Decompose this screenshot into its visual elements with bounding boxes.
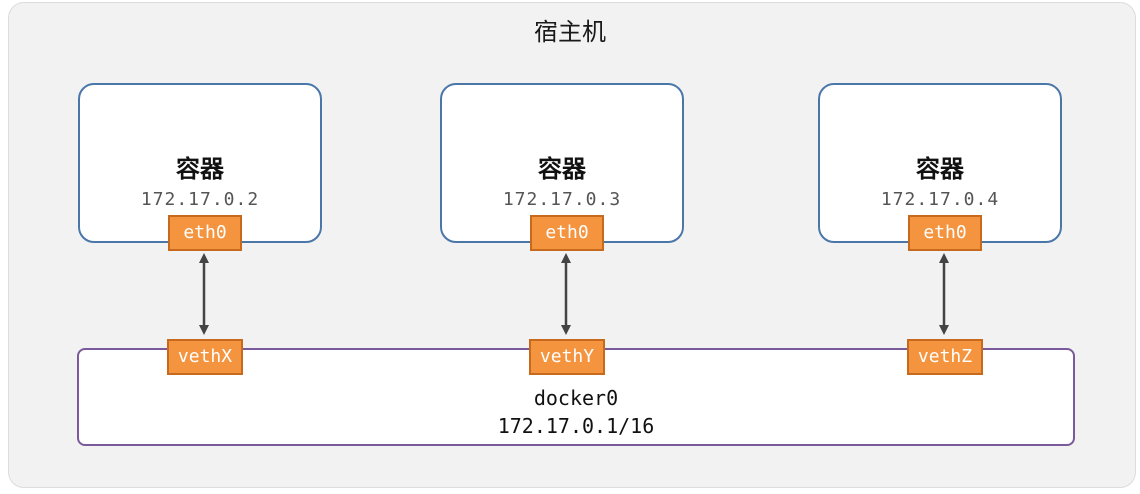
container-ip-2: 172.17.0.3	[502, 189, 622, 210]
eth0-interface-1: eth0	[168, 215, 242, 251]
container-label-3: 容器	[916, 155, 964, 183]
eth0-interface-3: eth0	[908, 215, 982, 251]
veth-interface-z: vethZ	[907, 339, 983, 375]
container-ip-3: 172.17.0.4	[880, 189, 1000, 210]
container-label-2: 容器	[538, 155, 586, 183]
container-label-1: 容器	[176, 155, 224, 183]
bridge-name: docker0	[533, 386, 619, 410]
bridge-cidr: 172.17.0.1/16	[497, 414, 655, 438]
veth-interface-x: vethX	[167, 339, 243, 375]
host-machine-title: 宿主机	[534, 18, 606, 46]
container-box-2: 容器 172.17.0.3	[440, 83, 684, 243]
eth0-interface-2: eth0	[530, 215, 604, 251]
veth-interface-y: vethY	[529, 339, 605, 375]
container-ip-1: 172.17.0.2	[140, 189, 260, 210]
